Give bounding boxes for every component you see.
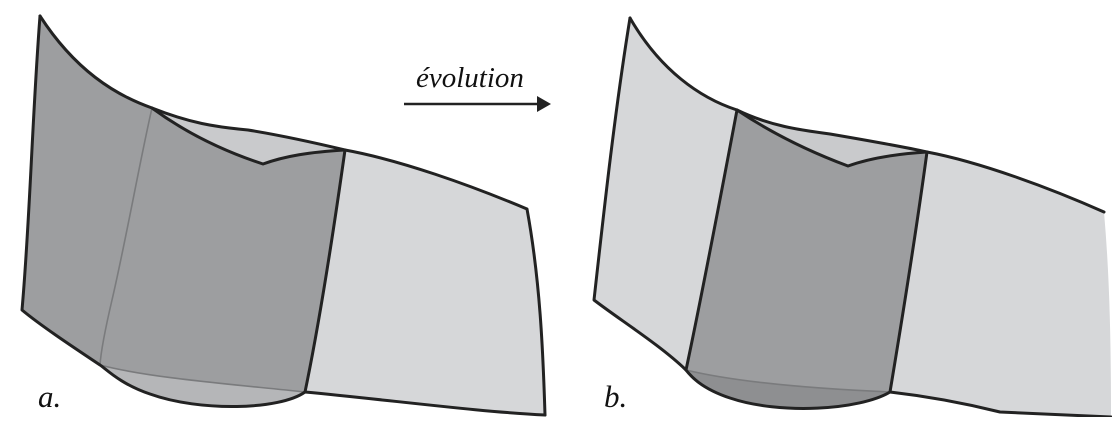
arrow-right-icon: [404, 96, 551, 112]
panel-a-label: a.: [38, 381, 61, 412]
panel-b-label: b.: [604, 381, 627, 412]
panel-b-right-light-face: [890, 152, 1111, 417]
panel-b-surface: [594, 18, 1111, 417]
panel-a-dark-face: [22, 16, 345, 407]
panel-a-light-face: [305, 150, 545, 415]
evolution-label: évolution: [416, 64, 524, 93]
